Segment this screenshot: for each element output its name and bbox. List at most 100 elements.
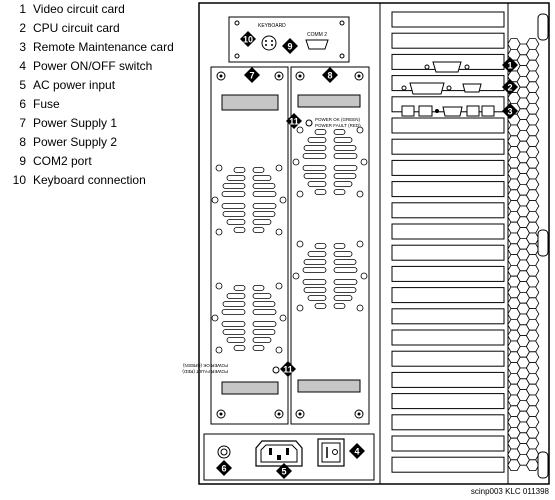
svg-text:5: 5 (281, 467, 286, 477)
vent-hex (525, 200, 540, 212)
card-slot (391, 371, 505, 388)
legend-label: CPU circuit card (33, 21, 120, 35)
grille-slot (221, 203, 246, 209)
grille-mount (292, 158, 300, 166)
svg-text:6: 6 (221, 464, 226, 474)
grille-slot (302, 165, 327, 171)
grille-slot (307, 295, 327, 301)
svg-text:1: 1 (507, 61, 512, 71)
grille-mount (292, 272, 300, 280)
keyboard-port (261, 35, 277, 51)
grille-mount (211, 196, 219, 204)
grille-slot (221, 191, 246, 197)
card-slot (391, 32, 505, 49)
vent-hex (525, 297, 540, 310)
grille-mount (356, 240, 364, 248)
vent-hex (525, 405, 540, 418)
grille-mount (296, 240, 304, 248)
vent-hex (525, 189, 540, 202)
vent-hex (525, 135, 540, 148)
grille-slot (252, 219, 272, 225)
legend-number: 3 (19, 40, 26, 54)
middle-handle (537, 229, 549, 257)
vent-hex (525, 318, 540, 331)
svg-text:10: 10 (243, 35, 253, 45)
grille-slot (314, 303, 327, 309)
ps2-power-fault-label: POWER FAULT (RED) (315, 123, 361, 128)
grille-slot (333, 251, 353, 257)
grille-mount (356, 126, 364, 134)
vent-hex (525, 340, 540, 353)
grille-slot (252, 345, 265, 351)
grille-slot (307, 181, 327, 187)
svg-text:7: 7 (249, 71, 254, 81)
vent-hex (525, 416, 540, 428)
top-handle (537, 13, 549, 41)
legend-number: 10 (12, 173, 26, 187)
grille-slot (314, 243, 327, 249)
grille-mount (360, 272, 368, 280)
card-slot (391, 350, 505, 367)
svg-text:4: 4 (354, 447, 359, 457)
ps2-power-ok-label: POWER OK (GREEN) (315, 117, 361, 122)
vent-hex (525, 81, 540, 93)
callout-1: 1 (502, 57, 518, 73)
legend-number: 4 (19, 59, 26, 73)
grille-slot (333, 295, 353, 301)
vent-hex (525, 156, 540, 169)
callout-10: 10 (240, 31, 256, 47)
vent-hex (525, 124, 540, 137)
bottom-handle (537, 451, 549, 479)
grille-slot (252, 285, 265, 291)
callout-5: 5 (276, 463, 292, 479)
ps1-handle-bottom (221, 381, 279, 395)
card-slot (391, 456, 505, 473)
callout-4: 4 (349, 443, 365, 459)
grille-slot (221, 309, 246, 315)
screw (339, 53, 345, 59)
ps1-status-led (272, 366, 280, 374)
vent-hex (525, 178, 540, 191)
vent-hex (525, 286, 540, 299)
vent-hex (525, 459, 540, 472)
vent-hex (525, 264, 540, 277)
callout-11b: 11 (280, 361, 296, 377)
vent-hex (525, 103, 540, 115)
vent-hex (525, 329, 540, 342)
card-slot (391, 435, 505, 452)
com2-port (305, 39, 329, 50)
grille-slot (222, 301, 246, 307)
card-slot (391, 308, 505, 325)
keyboard-label: KEYBOARD (258, 23, 286, 29)
card-slot (391, 393, 505, 410)
grille-slot (333, 153, 358, 159)
grille-slot (226, 175, 246, 181)
grille-slot (302, 267, 327, 273)
vent-hex (525, 383, 540, 396)
grille-mount (275, 164, 283, 172)
vent-hex (525, 308, 540, 320)
vent-hex (525, 275, 540, 288)
grille-slot (333, 267, 358, 273)
ps2-handle-bottom (297, 379, 361, 393)
svg-text:2: 2 (507, 83, 512, 93)
card-slot (391, 414, 505, 431)
grille-slot (252, 191, 277, 197)
card-slot (391, 287, 505, 304)
keyboard-pin (271, 44, 273, 46)
grille-mount (356, 190, 364, 198)
grille-mount (215, 228, 223, 236)
legend-number: 5 (19, 78, 26, 92)
fan-grilles (211, 126, 368, 354)
vent-hex (525, 437, 540, 450)
grille-slot (307, 251, 327, 257)
legend-label: Power ON/OFF switch (33, 59, 153, 73)
grille-slot (333, 259, 357, 265)
grille-mount (356, 304, 364, 312)
grille-mount (360, 158, 368, 166)
